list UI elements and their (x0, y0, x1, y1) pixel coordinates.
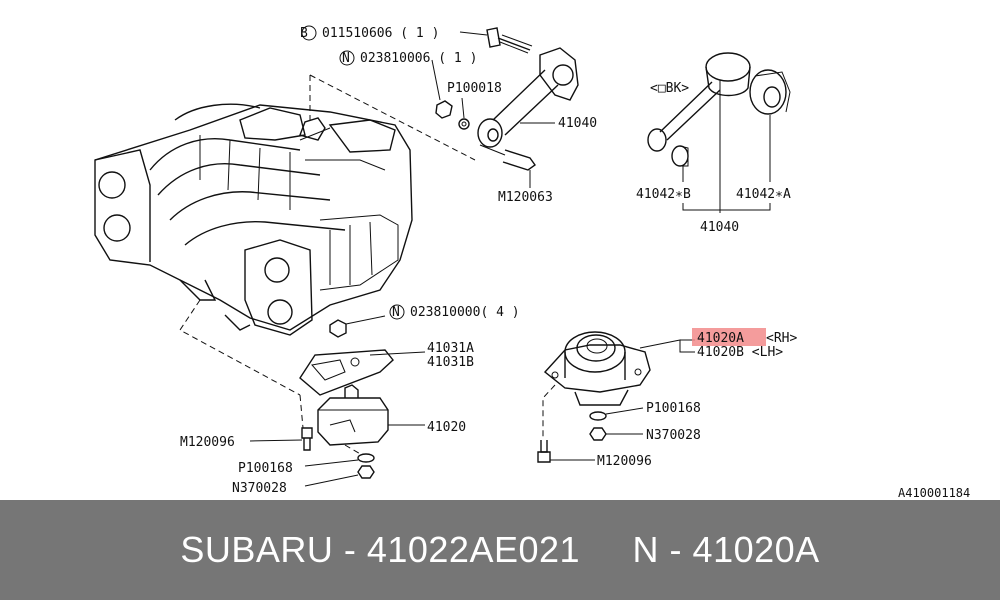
leader-engine-bottom (179, 299, 301, 396)
mount-rh-label: 41020A (697, 331, 744, 346)
nut-n2-label: 023810000( 4 ) (410, 305, 520, 320)
washer-p1-label: P100018 (447, 81, 502, 96)
engine-illustration (94, 103, 413, 336)
leader-right-mount-dash (542, 384, 556, 440)
bolt-b-label: 011510606 ( 1 ) (322, 26, 439, 41)
leader-washer-p3 (605, 407, 644, 415)
rod-label: 41040 (558, 116, 597, 131)
leader-bolt-m2 (249, 439, 303, 442)
leader-left-mount-dash (299, 394, 363, 456)
bracket-rod-group (682, 203, 771, 211)
bracket-a-label: 41031A (427, 341, 474, 356)
bolt-b-marker-label: B (300, 26, 308, 41)
diagram-code: A410001184 (898, 486, 970, 500)
rod-detail (647, 52, 791, 167)
washer-p2-label: P100168 (238, 461, 293, 476)
mount-lh-label: 41020B <LH> (697, 345, 783, 360)
leader-bracket (369, 351, 426, 356)
bush-a-label: 41042∗A (736, 187, 791, 202)
bracket-b-label: 41031B (427, 355, 474, 370)
bolt-m2-label: M120096 (180, 435, 235, 450)
mount-rh-suffix: <RH> (766, 331, 797, 346)
leader-nut-n2 (345, 315, 386, 325)
left-mount-assembly (299, 319, 394, 479)
bush-b-label: 41042∗B (636, 187, 691, 202)
rod-label-2: 41040 (700, 220, 739, 235)
nut-n3-label: N370028 (232, 481, 287, 496)
leader-bolt-b (459, 31, 488, 36)
bolt-m1-label: M120063 (498, 190, 553, 205)
washer-p3-label: P100168 (646, 401, 701, 416)
part-number-footer: SUBARU - 41022AE021 N - 41020A (0, 500, 1000, 600)
rod-assembly-41040 (435, 27, 579, 171)
right-mount-assembly (537, 331, 651, 463)
leader-mount-rh-lh (639, 339, 695, 353)
nut-n2-marker-label: N (392, 305, 400, 320)
bk-tag: <□BK> (650, 81, 689, 96)
leader-washer-p1 (461, 97, 465, 119)
parts-diagram: B 011510606 ( 1 ) N 023810006 ( 1 ) P100… (94, 25, 971, 500)
nut-n1-marker-circle (339, 50, 355, 66)
bolt-b-marker-circle (301, 25, 317, 41)
nut-n1-label: 023810006 ( 1 ) (360, 51, 477, 66)
nut-n1-marker-label: N (342, 51, 350, 66)
leader-engine-top (309, 74, 476, 161)
footer-text: SUBARU - 41022AE021 N - 41020A (180, 529, 820, 570)
bolt-m3-label: M120096 (597, 454, 652, 469)
nut-n4-label: N370028 (646, 428, 701, 443)
nut-n2-marker-circle (389, 304, 405, 320)
leader-nut-n3 (304, 474, 359, 487)
mount-left-label: 41020 (427, 420, 466, 435)
leader-nut-n1 (431, 59, 441, 101)
leader-washer-p2 (304, 459, 359, 467)
highlight-41020A (692, 328, 766, 346)
